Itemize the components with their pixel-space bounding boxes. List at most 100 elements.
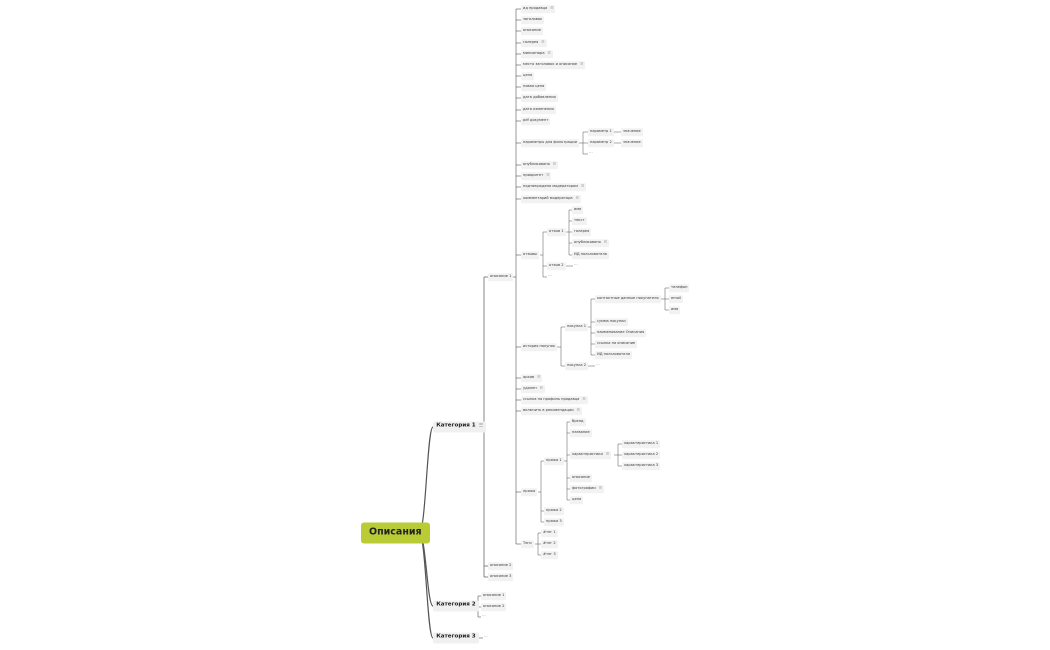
category-1-label: Категория 1 — [436, 422, 476, 429]
review-field[interactable]: имя — [572, 206, 584, 214]
purchase-contacts[interactable]: контактные данные покупателя — [595, 295, 661, 303]
tag-item[interactable]: #тег 2 — [541, 540, 558, 548]
field-label: удален — [523, 385, 537, 390]
characteristic-item[interactable]: характеристика 3 — [622, 462, 661, 470]
category-3-child[interactable]: ... — [484, 633, 488, 639]
yarn-field[interactable]: бренд — [570, 418, 586, 426]
field-label: галерея — [523, 39, 539, 44]
note-icon: ☰ — [547, 50, 551, 55]
field-pdf[interactable]: pdf документ — [521, 117, 551, 125]
review-field[interactable]: ИД пользователя — [572, 251, 609, 259]
field-seller-id[interactable]: ид продавца☰ — [521, 5, 556, 13]
description-2-node[interactable]: описание 2 — [488, 562, 514, 570]
description-1-node[interactable]: описание 1 — [488, 273, 514, 281]
review-2-child[interactable]: ... — [574, 261, 578, 267]
field-price[interactable]: цена — [521, 72, 535, 80]
note-icon: ☰ — [603, 239, 607, 244]
field-new-price[interactable]: новая цена — [521, 83, 547, 91]
note-icon: ☰ — [478, 422, 484, 429]
tag-item[interactable]: #тег 3 — [541, 551, 558, 559]
filter-param-2[interactable]: параметр 2 — [588, 139, 614, 147]
field-gallery[interactable]: галерея☰ — [521, 39, 547, 47]
purchase-1[interactable]: покупка 1 — [565, 323, 588, 331]
field-yarn[interactable]: лряжа — [521, 488, 538, 496]
purchase-2-child[interactable]: ... — [596, 361, 600, 367]
field-archive[interactable]: архив☰ — [521, 374, 543, 382]
filter-param-1-value[interactable]: значение — [621, 128, 643, 136]
root-node[interactable]: Описания — [361, 522, 430, 544]
root-label: Описания — [369, 526, 422, 538]
yarn-3[interactable]: пряжа 3 — [544, 518, 564, 526]
note-icon: ☰ — [552, 161, 556, 166]
field-deleted[interactable]: удален☰ — [521, 385, 545, 393]
category-2-item[interactable]: описание 1 — [481, 592, 507, 600]
purchase-field[interactable]: сумма покупки — [595, 318, 628, 326]
purchase-field[interactable]: ИД пользователя — [595, 351, 632, 359]
category-2-node[interactable]: Категория 2 — [433, 600, 479, 612]
characteristic-item[interactable]: характеристика 1 — [622, 440, 661, 448]
filter-param-1[interactable]: параметр 1 — [588, 128, 614, 136]
note-icon: ☰ — [598, 485, 602, 490]
field-thumbnail[interactable]: миниатюра☰ — [521, 50, 553, 58]
connector-line — [418, 532, 434, 607]
review-field[interactable]: текст — [572, 217, 587, 225]
purchase-field[interactable]: наименование Описания — [595, 329, 647, 337]
field-seller-profile-link[interactable]: ссылка на профиль продавца☰ — [521, 396, 588, 404]
field-label: место заголовок и описание — [523, 61, 578, 66]
review-2[interactable]: отзыв 2 — [547, 262, 566, 270]
yarn-field[interactable]: цена — [570, 496, 584, 504]
connector-line — [418, 532, 434, 639]
field-reviews[interactable]: отзывы — [521, 251, 539, 259]
field-priority[interactable]: приоритет☰ — [521, 172, 552, 180]
field-title[interactable]: заголовок — [521, 16, 545, 24]
field-recommendations[interactable]: включить в рекомендации☰ — [521, 407, 582, 415]
note-icon: ☰ — [550, 5, 554, 10]
category-1-node[interactable]: Категория 1☰ — [433, 421, 487, 433]
filter-more[interactable]: ... — [589, 149, 593, 155]
contact-item[interactable]: email — [669, 295, 683, 303]
field-label: приоритет — [523, 172, 544, 177]
contact-item[interactable]: телефон — [669, 284, 690, 292]
yarn-2[interactable]: пряжа 2 — [544, 507, 564, 515]
category-3-label: Категория 3 — [436, 633, 476, 640]
yarn-characteristics[interactable]: характеристики☰ — [570, 451, 612, 459]
field-published[interactable]: опубликовано☰ — [521, 161, 558, 169]
characteristic-item[interactable]: характеристика 2 — [622, 451, 661, 459]
field-label: опубликовано — [523, 161, 550, 166]
field-label: комментарий модератора — [523, 195, 573, 200]
field-purchase-history[interactable]: история покупок — [521, 343, 558, 351]
description-3-node[interactable]: описание 3 — [488, 573, 514, 581]
purchase-field[interactable]: ссылка на описание — [595, 340, 638, 348]
review-field[interactable]: галерея — [572, 228, 592, 236]
contact-item[interactable]: имя — [669, 306, 681, 314]
tag-item[interactable]: #тег 1 — [541, 529, 558, 537]
yarn-field[interactable]: описание — [570, 474, 592, 482]
note-icon: ☰ — [582, 396, 586, 401]
note-icon: ☰ — [575, 195, 579, 200]
category-2-item[interactable]: описание 2 — [481, 603, 507, 611]
yarn-field[interactable]: фотографии☰ — [570, 485, 604, 493]
field-tags[interactable]: Теги — [521, 540, 534, 548]
field-date-changed[interactable]: дата изменения — [521, 106, 556, 114]
yarn-field[interactable]: название — [570, 429, 592, 437]
filter-param-2-value[interactable]: значение — [621, 139, 643, 147]
field-label: опубликовано — [574, 239, 601, 244]
purchase-2[interactable]: покупка 2 — [565, 362, 588, 370]
field-moderated[interactable]: подтверждено модератором☰ — [521, 183, 587, 191]
note-icon: ☰ — [576, 407, 580, 412]
review-field[interactable]: опубликовано☰ — [572, 239, 609, 247]
yarn-1[interactable]: пряжа 1 — [544, 457, 564, 465]
note-icon: ☰ — [537, 374, 541, 379]
note-icon: ☰ — [541, 39, 545, 44]
field-label: ид продавца — [523, 5, 548, 10]
field-title-place[interactable]: место заголовок и описание☰ — [521, 61, 586, 69]
field-description[interactable]: описание — [521, 27, 543, 35]
field-moderator-comment[interactable]: комментарий модератора☰ — [521, 195, 581, 203]
category-3-node[interactable]: Категория 3 — [433, 632, 479, 644]
field-date-added[interactable]: дата добавления — [521, 94, 558, 102]
category-2-more[interactable]: ... — [482, 612, 486, 618]
reviews-more[interactable]: ... — [548, 272, 552, 278]
field-filters[interactable]: параметры для фильтрации — [521, 139, 579, 147]
review-1[interactable]: отзыв 1 — [547, 228, 566, 236]
